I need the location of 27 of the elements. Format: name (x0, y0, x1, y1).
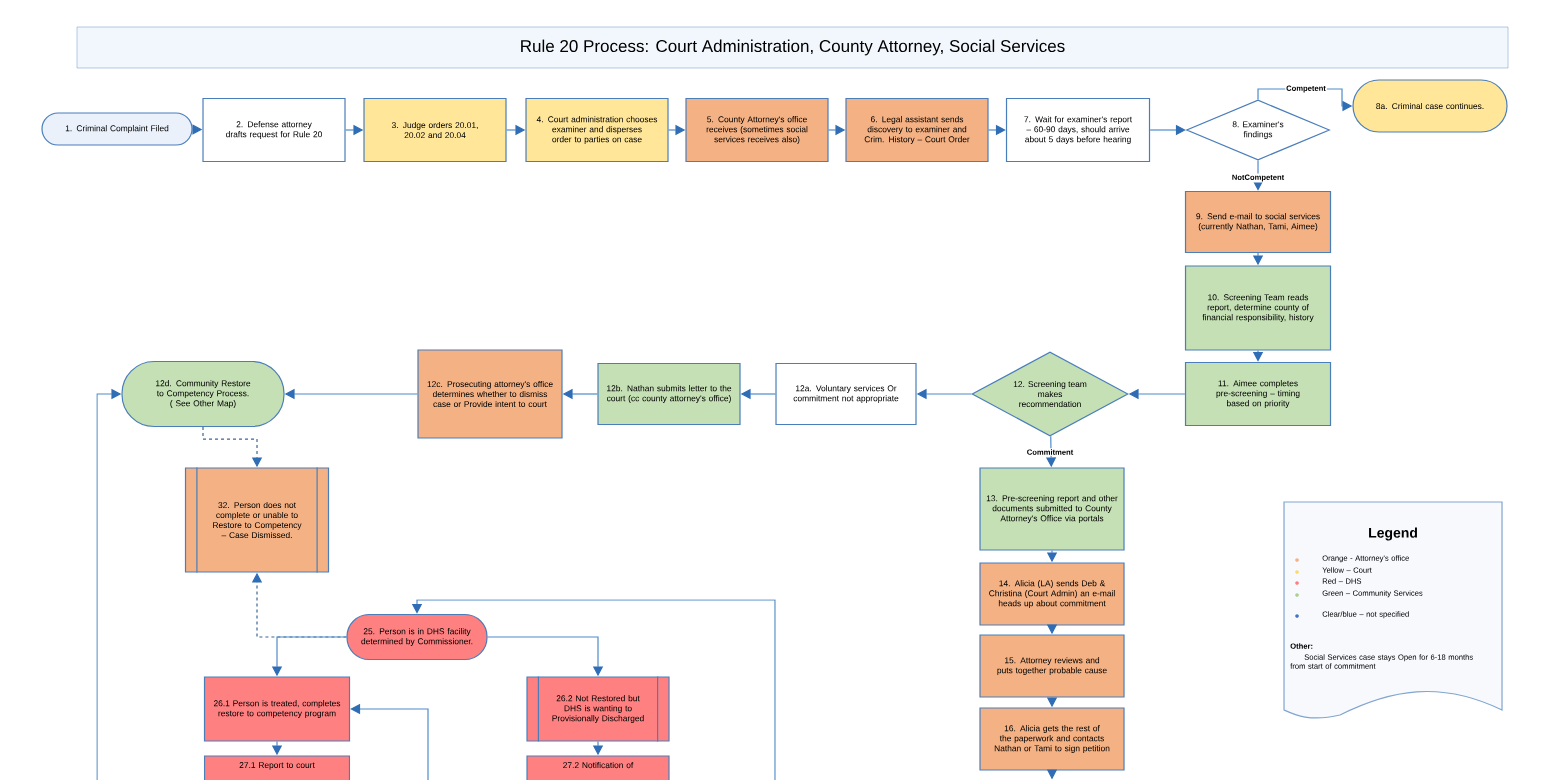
subprocess-box: 26.2 Not Restored but DHS is wanting to Provisionally Discharged (526, 675, 670, 743)
process-box: 27.1 Report to court (203, 755, 351, 780)
process-box: 16. Alicia gets the rest of the paperwork and contacts Nathan or Tami to sign petition (979, 707, 1125, 771)
subprocess-box: 32. Person does not complete or unable to Restore to Competency – Case Dismissed. (184, 466, 330, 574)
process-box: 9. Send e-mail to social services (currently Nathan, Tami, Aimee) (1184, 190, 1332, 254)
process-box: 10. Screening Team reads report, determine county of financial responsibility, history (1184, 265, 1332, 351)
title-box: Rule 20 Process: Court Administration, County Attorney, Social Services (76, 26, 1509, 69)
terminal-box: 1. Criminal Complaint Filed (41, 112, 193, 146)
process-box: 12c. Prosecuting attorney's office determines whether to dismiss case or Provide intent to court (417, 349, 563, 439)
terminal-box: 25. Person is in DHS facility determined by Commissioner. (346, 613, 488, 661)
process-box: 26.1 Person is treated, completes restore to competency program (203, 676, 351, 742)
process-box: 7. Wait for examiner's report – 60-90 days, should arrive about 5 days before hearing (1005, 97, 1151, 163)
process-box: 4. Court administration chooses examiner and disperses order to parties on case (525, 97, 669, 163)
terminal-box: 12d. Community Restore to Competency Process. ( See Other Map) (121, 360, 285, 428)
process-box: 11. Aimee completes pre-screening – timing based on priority (1184, 361, 1332, 427)
process-box: 12a. Voluntary services Or commitment not appropriate (775, 362, 917, 426)
process-box: 12b. Nathan submits letter to the court (cc county attorney's office) (597, 362, 741, 426)
terminal-box: 8a. Criminal case continues. (1352, 79, 1508, 133)
process-box: 27.2 Notification of (526, 755, 670, 780)
process-box: 14. Alicia (LA) sends Deb & Christina (Court Admin) an e-mail heads up about commitment (979, 562, 1125, 626)
process-box: 5. County Attorney's office receives (sometimes social services receives also) (685, 97, 829, 163)
process-box: 15. Attorney reviews and puts together probable cause (979, 634, 1125, 698)
legend-title: Legend (1369, 527, 1417, 541)
process-box: 2. Defense attorney drafts request for Rule 20 (202, 97, 346, 163)
process-box: 6. Legal assistant sends discovery to examiner and Crim. History – Court Order (845, 97, 989, 163)
process-box: 3. Judge orders 20.01, 20.02 and 20.04 (363, 97, 507, 163)
process-box: 13. Pre-screening report and other documents submitted to County Attorney's Office via portals (979, 467, 1125, 551)
